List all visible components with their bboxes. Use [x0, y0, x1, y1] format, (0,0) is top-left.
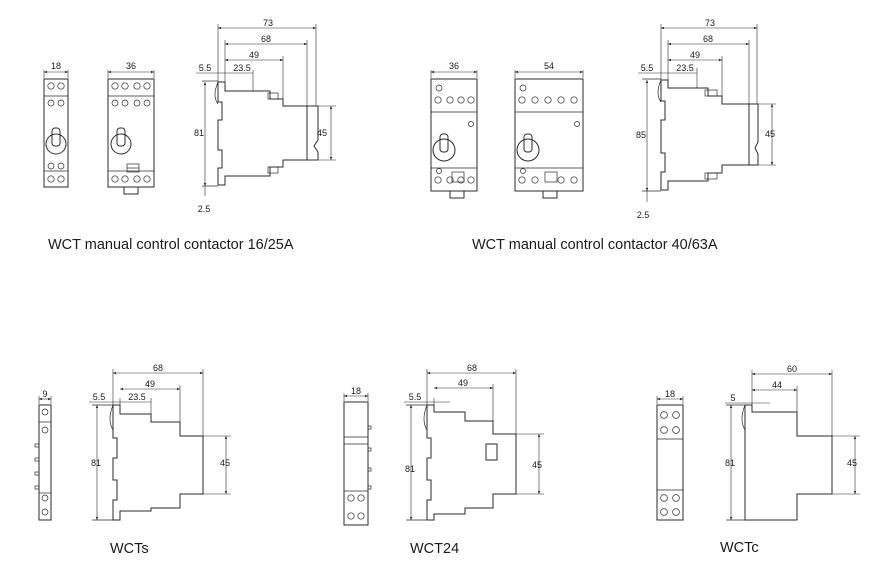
drawing-wcts: 9 68 49 5.5 23.5 81 45 WCTs — [34, 363, 231, 557]
dim-81: 81 — [91, 458, 101, 468]
dim-81: 81 — [405, 464, 415, 474]
dim-5-5: 5.5 — [199, 63, 212, 73]
dim-49: 49 — [145, 379, 155, 389]
dim-68: 68 — [467, 363, 477, 373]
dim-60: 60 — [787, 364, 797, 374]
front-view-36mm-module — [107, 78, 155, 195]
dim-5: 5 — [730, 393, 735, 403]
dim-23-5: 23.5 — [233, 63, 251, 73]
side-view-profile — [642, 78, 759, 192]
dim-5-5: 5.5 — [641, 63, 654, 73]
side-view-profile — [406, 404, 517, 521]
dim-49: 49 — [690, 50, 700, 60]
dim-45: 45 — [220, 458, 230, 468]
side-view-profile — [92, 404, 204, 521]
dim-68: 68 — [261, 34, 271, 44]
dim-width-9: 9 — [42, 389, 47, 399]
dim-5-5: 5.5 — [93, 392, 106, 402]
dim-45: 45 — [532, 460, 542, 470]
dim-45: 45 — [765, 129, 775, 139]
drawing-wct-40-63a: 36 54 — [430, 18, 776, 253]
dim-68: 68 — [703, 34, 713, 44]
dim-2-5: 2.5 — [637, 210, 650, 220]
caption-wct-40-63a: WCT manual control contactor 40/63A — [472, 237, 718, 253]
caption-wct-16-25a: WCT manual control contactor 16/25A — [48, 237, 294, 253]
caption-wctc: WCTc — [720, 540, 759, 556]
dim-23-5: 23.5 — [128, 392, 146, 402]
front-view-36mm-module — [430, 78, 478, 199]
dim-49: 49 — [249, 50, 259, 60]
caption-wcts: WCTs — [110, 541, 149, 557]
dim-73: 73 — [263, 18, 273, 28]
dim-width-36: 36 — [449, 61, 459, 71]
side-view-profile — [726, 404, 833, 521]
dim-81: 81 — [194, 128, 204, 138]
drawing-wct24: 18 68 49 5.5 81 45 WCT24 — [343, 363, 544, 557]
dim-68: 68 — [153, 363, 163, 373]
drawing-wctc: 18 60 44 5 81 45 WCTc — [656, 364, 860, 556]
dim-73: 73 — [705, 18, 715, 28]
dim-45: 45 — [847, 458, 857, 468]
front-view-18mm-module — [343, 401, 372, 526]
dim-44: 44 — [772, 380, 782, 390]
dim-23-5: 23.5 — [676, 63, 694, 73]
front-view-9mm-module — [34, 404, 52, 521]
drawing-wct-16-25a: 18 36 — [43, 18, 336, 253]
front-view-54mm-module — [514, 78, 584, 199]
dim-45: 45 — [317, 128, 327, 138]
caption-wct24: WCT24 — [410, 541, 459, 557]
dim-2-5: 2.5 — [198, 204, 211, 214]
dim-width-54: 54 — [544, 61, 554, 71]
dim-81: 81 — [725, 458, 735, 468]
dim-width-18: 18 — [351, 386, 361, 396]
front-view-18mm-module — [43, 78, 69, 188]
dim-85: 85 — [636, 130, 646, 140]
dim-width-18: 18 — [665, 389, 675, 399]
dim-width-36: 36 — [126, 61, 136, 71]
front-view-18mm-module — [656, 404, 684, 521]
dim-width-18: 18 — [51, 61, 61, 71]
dim-49: 49 — [458, 378, 468, 388]
side-view-profile — [202, 80, 319, 187]
dim-5-5: 5.5 — [409, 392, 422, 402]
